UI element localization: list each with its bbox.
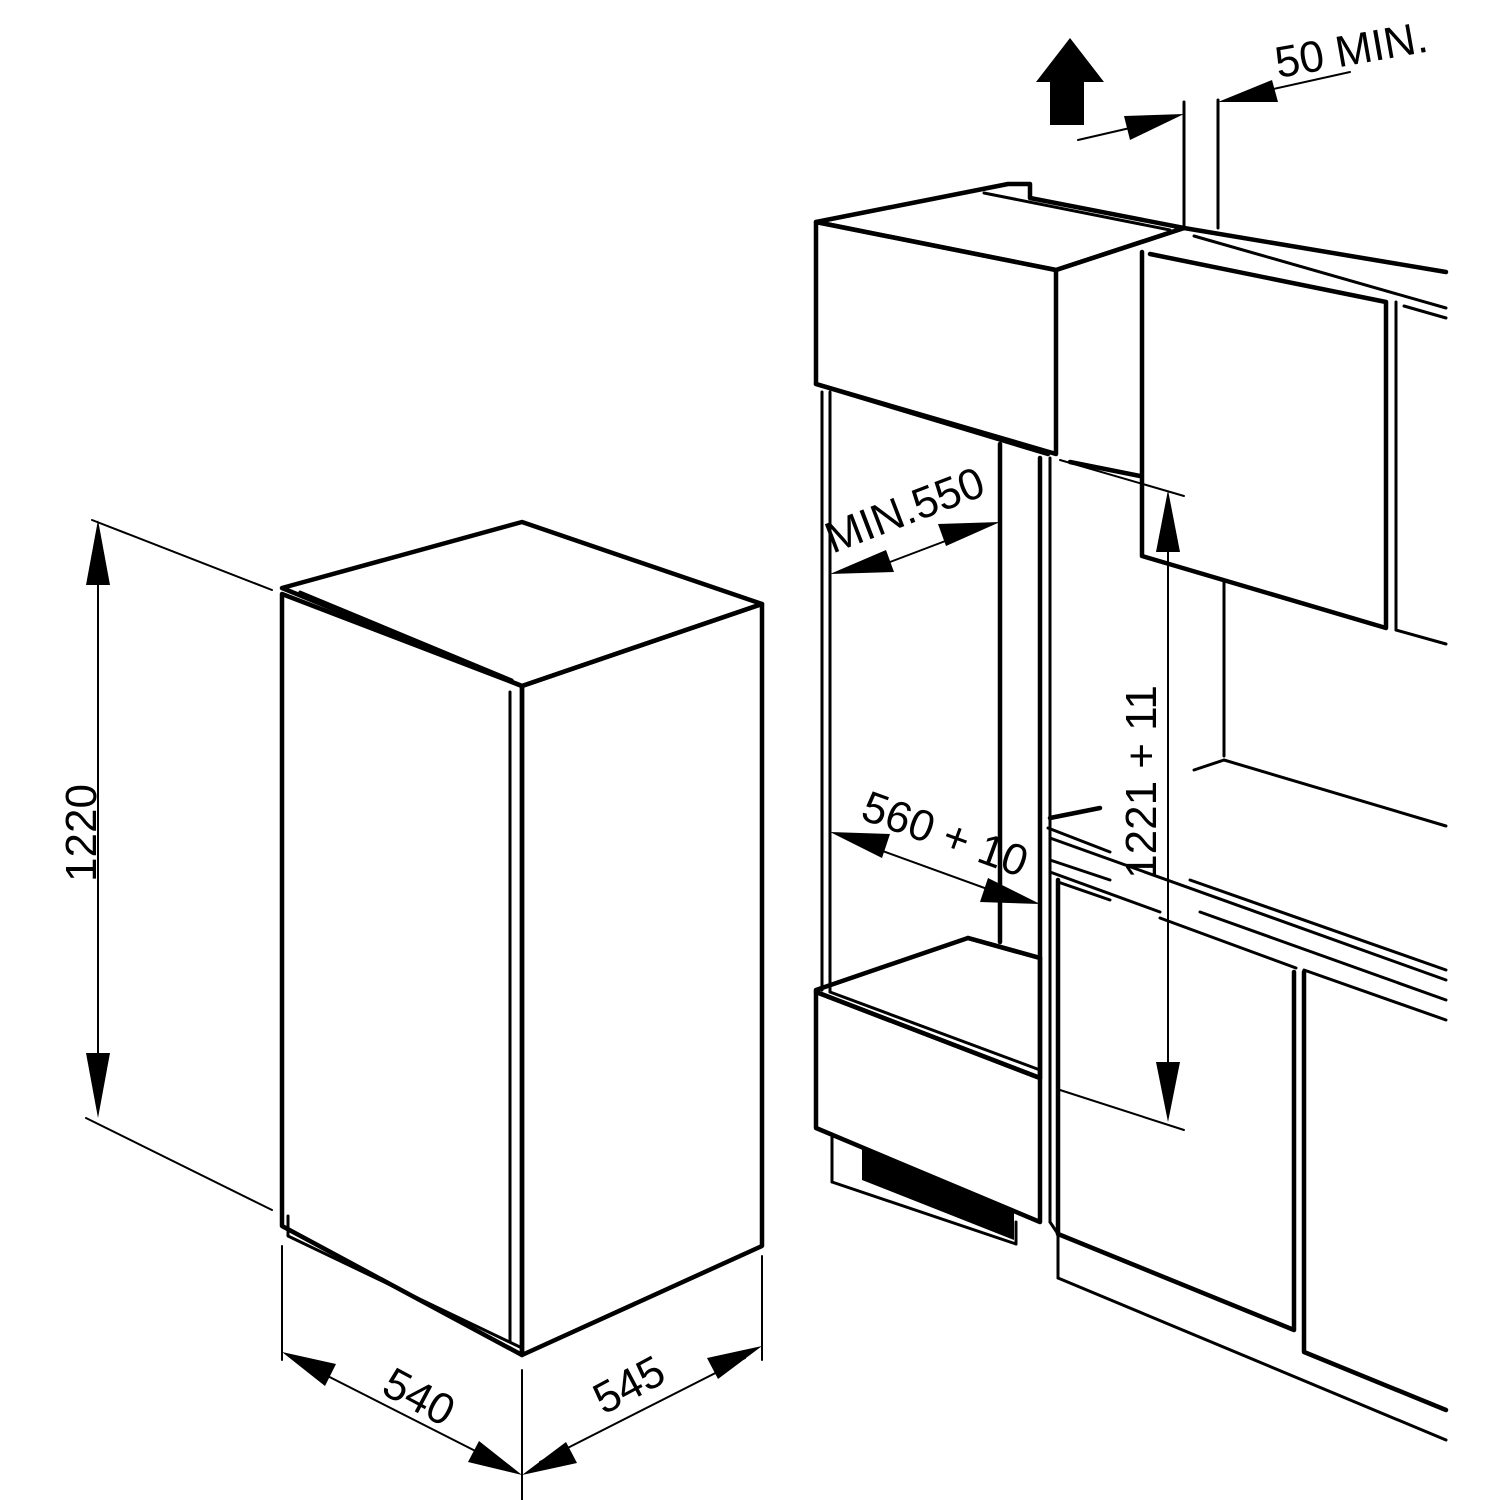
vent-gap-label: 50 MIN.	[1271, 13, 1431, 88]
vent-arrow-left	[1124, 114, 1184, 140]
appliance-drawing: 1220 540 545	[57, 519, 765, 1500]
width-dimension: 540	[281, 1245, 523, 1500]
lower-cabinet-door-right	[1301, 969, 1449, 1413]
appliance-depth-label: 545	[585, 1346, 673, 1424]
appliance-door	[279, 591, 525, 1358]
appliance-side	[519, 601, 765, 1358]
niche-width-label: 560 + 10	[856, 782, 1035, 887]
vent-arrow-right	[1218, 80, 1278, 102]
wall-cabinet-door-upper	[1139, 249, 1389, 631]
depth-arrow-right	[707, 1346, 762, 1379]
upper-cabinet-front	[813, 219, 1059, 457]
appliance-width-label: 540	[375, 1358, 463, 1436]
width-arrow-left	[282, 1352, 336, 1386]
niche-min-depth-label: MIN.550	[818, 458, 991, 563]
width-arrow-right	[468, 1441, 522, 1475]
niche-height-dimension: 1221 + 11	[1059, 459, 1185, 1131]
height-arrow-top	[86, 520, 110, 585]
niche-height-arrow-bottom	[1156, 1062, 1180, 1122]
height-arrow-bottom	[86, 1053, 110, 1118]
depth-arrow-left	[522, 1442, 577, 1475]
appliance-top	[279, 519, 765, 689]
upper-cabinet	[813, 181, 1449, 457]
min-depth-dimension: MIN.550	[818, 458, 1000, 574]
appliance-height-label: 1220	[57, 784, 106, 882]
min-depth-arrow-right	[938, 522, 1000, 546]
appliance-top-inner-edge	[298, 590, 514, 682]
height-dimension: 1220	[57, 519, 273, 1211]
niche-width-dimension: 560 + 10	[830, 782, 1040, 904]
appliance-plinth	[286, 1214, 524, 1350]
airflow-up-arrow-icon	[1036, 38, 1104, 125]
min-depth-arrow-left	[830, 550, 894, 574]
lower-cabinet-door-left	[1055, 877, 1297, 1333]
niche-width-arrow-left	[830, 832, 890, 858]
niche-height-label: 1221 + 11	[1117, 685, 1166, 879]
base-front	[813, 989, 1043, 1225]
niche-base	[813, 989, 1043, 1246]
right-wall-cabinets	[1067, 249, 1448, 828]
lower-cabinets	[1046, 805, 1449, 1442]
ventilation-grille	[862, 1148, 1014, 1240]
kitchen-niche-drawing: 50 MIN.	[813, 13, 1449, 1442]
vent-gap-dimension: 50 MIN.	[1077, 13, 1431, 141]
depth-dimension: 545	[522, 1255, 763, 1475]
niche-width-arrow-right	[980, 878, 1040, 904]
niche-height-arrow-top	[1156, 490, 1180, 552]
